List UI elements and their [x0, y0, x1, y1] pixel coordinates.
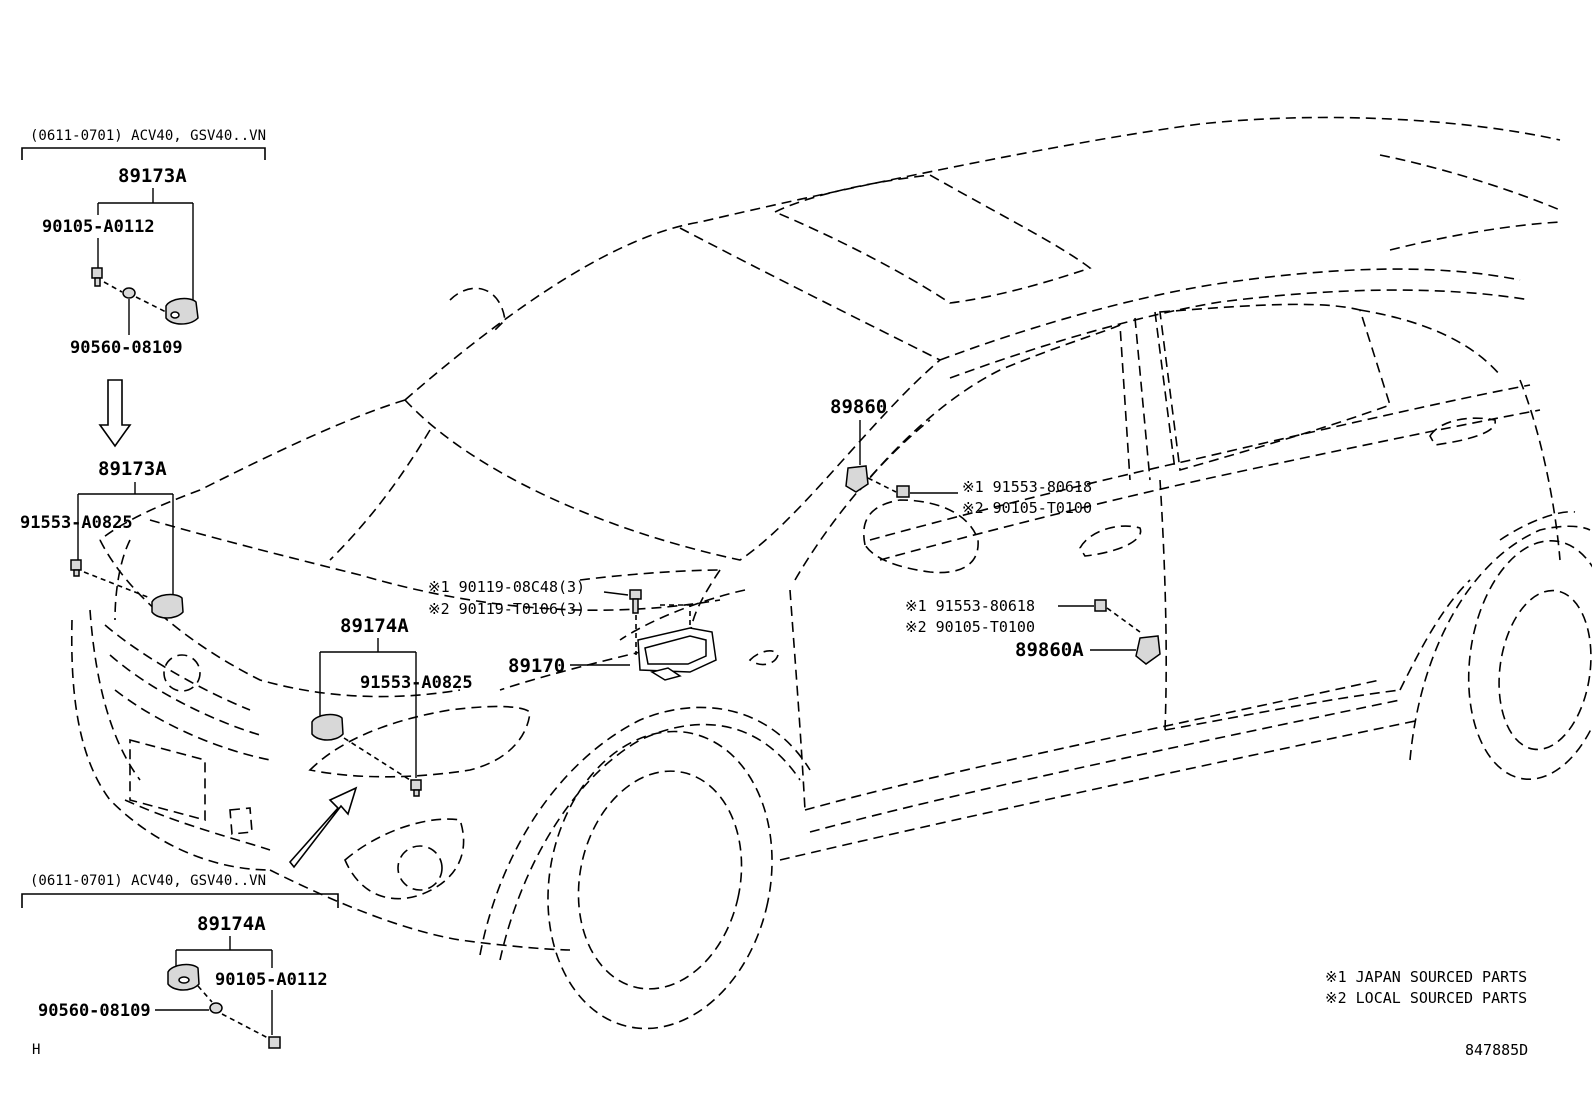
- variant-note-bottom: (0611-0701) ACV40, GSV40..VN: [30, 873, 266, 889]
- group-89860a: ※1 91553-80618 ※2 90105-T0100 89860A: [905, 597, 1161, 665]
- washer-icon: [122, 287, 136, 299]
- label-89173a: 89173A: [98, 458, 167, 480]
- label-89860: 89860: [830, 396, 887, 418]
- label-89174a-bottom: 89174A: [197, 913, 266, 935]
- label-91553-80618-upper: ※1 91553-80618: [962, 478, 1092, 496]
- pointer-arrow-icon: [288, 786, 358, 869]
- label-90119-t0106: ※2 90119-T0106(3): [428, 600, 585, 618]
- corner-mark: H: [32, 1042, 40, 1058]
- sensor-icon: [165, 297, 199, 325]
- label-90105-t0100-upper: ※2 90105-T0100: [962, 499, 1092, 517]
- group-89860: 89860 ※1 91553-80618 ※2 90105-T0100: [830, 396, 1092, 517]
- label-89860a: 89860A: [1015, 639, 1084, 661]
- bolt-icon: [91, 267, 103, 287]
- arrow-down-icon: [98, 379, 132, 448]
- inset-bottom-bracket: [21, 893, 339, 908]
- label-90105-t0100-lower: ※2 90105-T0100: [905, 618, 1035, 636]
- legend-line-2: ※2 LOCAL SOURCED PARTS: [1325, 989, 1527, 1007]
- label-89174a: 89174A: [340, 615, 409, 637]
- bolt-icon: [268, 1036, 281, 1049]
- washer-icon: [209, 1002, 223, 1014]
- sensor-icon: [167, 963, 200, 991]
- bolt-icon: [1094, 599, 1107, 612]
- label-89173a-top: 89173A: [118, 165, 187, 187]
- label-90119-08c48: ※1 90119-08C48(3): [428, 578, 585, 596]
- legend: ※1 JAPAN SOURCED PARTS ※2 LOCAL SOURCED …: [1325, 968, 1527, 1007]
- bolt-icon: [629, 589, 642, 614]
- variant-note-top: (0611-0701) ACV40, GSV40..VN: [30, 128, 266, 144]
- label-91553-a0825-mid: 91553-A0825: [360, 673, 473, 693]
- airbag-sensor-ecu-icon: [637, 627, 717, 681]
- label-90105-a0112-top: 90105-A0112: [42, 217, 155, 237]
- sensor-icon: [151, 593, 184, 619]
- sensor-icon: [845, 465, 869, 493]
- inset-top: (0611-0701) ACV40, GSV40..VN 89173A 9010…: [21, 128, 266, 448]
- group-89173a: 89173A 91553-A0825: [20, 458, 184, 619]
- inset-bottom: (0611-0701) ACV40, GSV40..VN 89174A 9010…: [21, 873, 339, 1049]
- bolt-icon: [410, 779, 422, 797]
- bolt-icon: [70, 559, 82, 577]
- label-90560-08109-top: 90560-08109: [70, 338, 183, 358]
- label-91553-80618-lower: ※1 91553-80618: [905, 597, 1035, 615]
- figure-id: 847885D: [1465, 1041, 1528, 1059]
- label-90560-08109-bottom: 90560-08109: [38, 1001, 151, 1021]
- sensor-icon: [1135, 635, 1161, 665]
- label-91553-a0825-left: 91553-A0825: [20, 513, 133, 533]
- label-90105-a0112-bottom: 90105-A0112: [215, 970, 328, 990]
- car-outline: [70, 116, 1592, 1030]
- inset-top-bracket: [21, 147, 266, 160]
- label-89170: 89170: [508, 655, 565, 677]
- bolt-icon: [896, 485, 910, 498]
- sensor-icon: [311, 713, 344, 741]
- legend-line-1: ※1 JAPAN SOURCED PARTS: [1325, 968, 1527, 986]
- group-89170: ※1 90119-08C48(3) ※2 90119-T0106(3) 8917…: [428, 578, 717, 681]
- group-89174a: 89174A 91553-A0825: [288, 615, 473, 869]
